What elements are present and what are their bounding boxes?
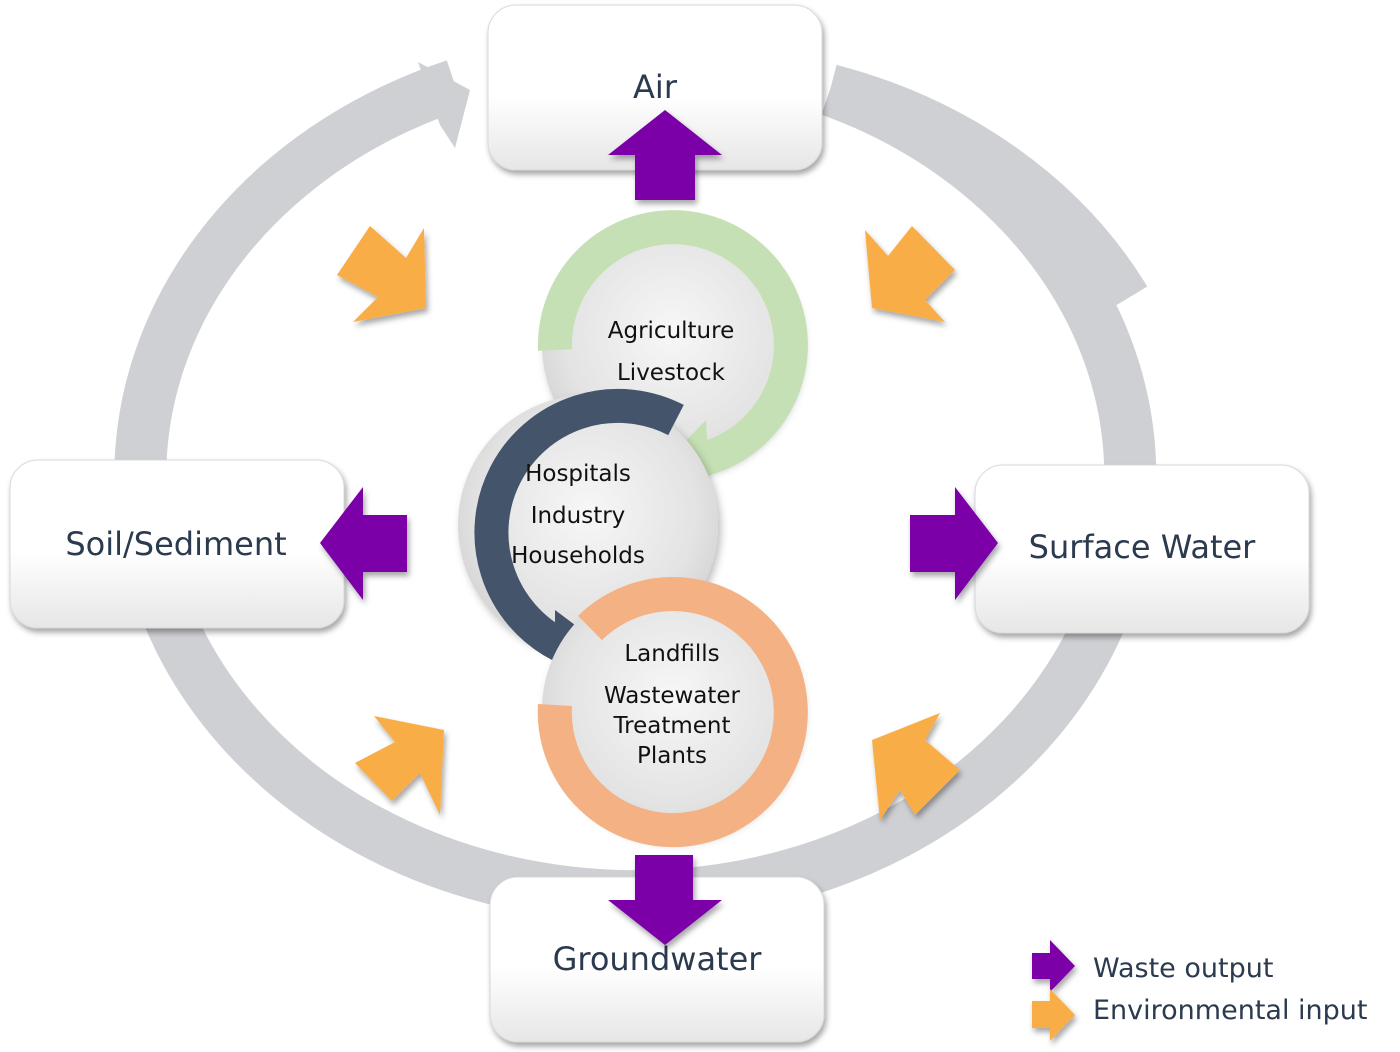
- legend-item-environmental-input: Environmental input: [1032, 989, 1367, 1041]
- waste-arrow-left-icon: [320, 487, 407, 600]
- legend-item-waste-output: Waste output: [1032, 940, 1273, 992]
- agriculture-ring-arrow: [537, 210, 808, 477]
- groundwater-compartment: Groundwater: [489, 876, 825, 1043]
- outer-ring-arc-right: [823, 64, 1148, 314]
- wastewater-label: Wastewater: [604, 683, 741, 709]
- groundwater-label: Groundwater: [553, 940, 763, 978]
- waste-arrow-down-icon: [608, 855, 722, 945]
- soil-label: Soil/Sediment: [65, 525, 286, 563]
- waste-output-arrows: [320, 110, 998, 945]
- landfills-ring-arrow: [537, 577, 808, 848]
- env-arrow-bottom-right-icon: [872, 713, 960, 820]
- soil-compartment: Soil/Sediment: [9, 459, 345, 629]
- legend-environmental-input-label: Environmental input: [1093, 995, 1367, 1026]
- industry-label: Industry: [531, 503, 626, 529]
- landfills-label: Landfills: [624, 641, 719, 667]
- air-compartment: Air: [487, 4, 823, 171]
- treatment-label: Treatment: [612, 713, 730, 739]
- landfills-disc: [542, 580, 802, 840]
- surface-water-label: Surface Water: [1029, 528, 1257, 566]
- env-arrow-top-left-icon: [337, 226, 426, 322]
- env-arrow-top-right-icon: [865, 226, 955, 322]
- plants-label: Plants: [637, 743, 707, 769]
- waste-arrow-up-icon: [608, 110, 722, 200]
- legend-waste-output-label: Waste output: [1093, 953, 1273, 984]
- waste-arrow-right-icon: [910, 487, 998, 600]
- purple-arrow-icon: [1032, 940, 1075, 992]
- outer-ring-arrowhead: [418, 62, 470, 148]
- livestock-label: Livestock: [617, 360, 726, 386]
- orange-arrow-icon: [1032, 989, 1075, 1041]
- hospitals-ring-arrow: [474, 389, 684, 661]
- env-arrow-bottom-left-icon: [355, 716, 444, 815]
- legend: Waste output Environmental input: [1032, 940, 1367, 1041]
- air-label: Air: [633, 68, 678, 106]
- surface-water-compartment: Surface Water: [974, 464, 1310, 634]
- hospitals-label: Hospitals: [525, 461, 631, 487]
- agriculture-label: Agriculture: [608, 318, 735, 344]
- households-label: Households: [511, 543, 645, 569]
- environmental-input-arrows: [337, 226, 960, 820]
- landfills-source: Landfills Wastewater Treatment Plants: [537, 577, 808, 848]
